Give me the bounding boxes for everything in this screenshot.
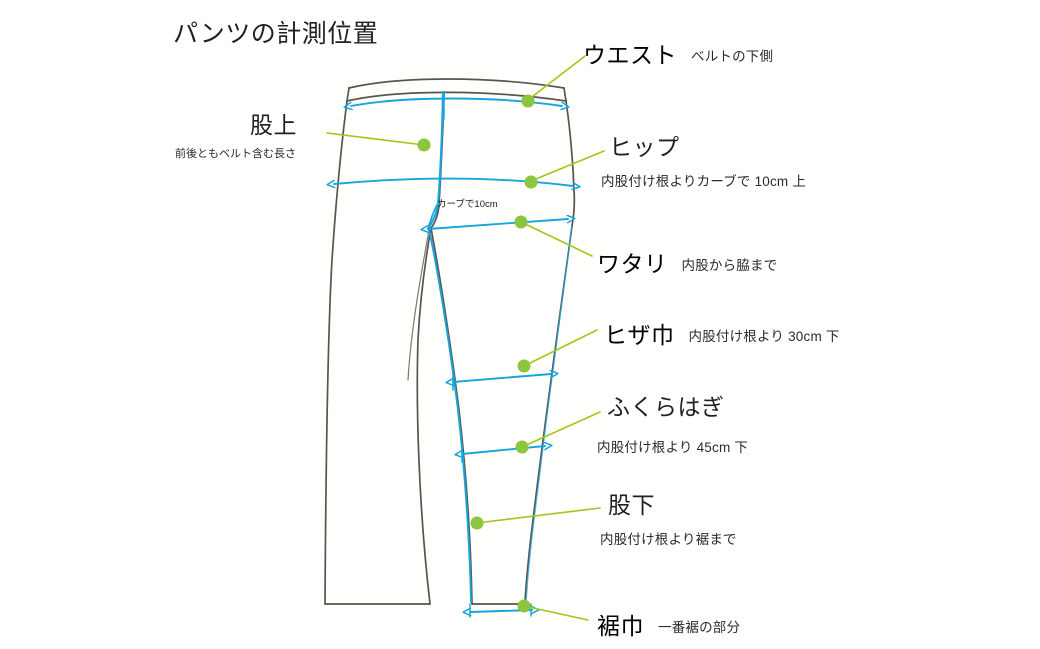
waistband-left-edge	[346, 87, 350, 102]
thigh-label: ワタリ	[597, 251, 668, 277]
hem-leader-line	[523, 605, 589, 621]
waist-measure-arrow	[351, 97, 562, 107]
thigh-note: 内股から脇まで	[681, 258, 778, 273]
waistband-bottom-edge	[346, 91, 567, 102]
measurement-arrows	[334, 90, 573, 618]
hem-marker-dot	[517, 599, 531, 613]
thigh-marker-dot	[514, 215, 528, 229]
right-leg-inseam	[430, 227, 473, 605]
pants-outline	[324, 78, 576, 605]
inseam-measure-line	[428, 228, 472, 603]
knee-leader-line	[523, 329, 598, 367]
knee-label: ヒザ巾	[604, 322, 675, 348]
waistband-right-edge	[563, 87, 567, 102]
page-title: パンツの計測位置	[173, 20, 379, 48]
waist-marker-dot	[521, 94, 535, 108]
waist-leader-line	[527, 55, 586, 101]
calf-measure-arrow	[462, 446, 545, 454]
calf-leader-line	[521, 411, 601, 448]
hip-label: ヒップ	[609, 134, 680, 160]
inseam-leader-line	[476, 507, 601, 524]
knee-measure-arrow	[453, 374, 551, 382]
annotation-hem: 裾巾 一番裾の部分	[597, 607, 740, 641]
curve-note-label: カーブで10cm	[437, 199, 498, 210]
rise-leader-line	[326, 132, 425, 146]
thigh-leader-line	[520, 221, 593, 257]
left-outer-seam	[324, 100, 348, 605]
annotation-knee: ヒザ巾 内股付け根より 30cm 下	[604, 316, 840, 350]
calf-marker-dot	[515, 440, 529, 454]
waist-label: ウエスト	[583, 42, 677, 68]
inseam-note: 内股付け根より裾まで	[600, 532, 737, 547]
calf-note: 内股付け根より 45cm 下	[597, 440, 749, 455]
rise-note: 前後ともベルト含む長さ	[175, 148, 296, 160]
waist-note: ベルトの下側	[691, 49, 774, 64]
rise-marker-dot	[417, 138, 431, 152]
calf-label: ふくらはぎ	[607, 394, 725, 420]
hip-measure-arrow	[334, 177, 573, 186]
hem-label: 裾巾	[597, 613, 644, 639]
hip-leader-line	[530, 150, 605, 182]
inseam-marker-dot	[470, 516, 484, 530]
right-seam-guide	[525, 225, 573, 604]
hip-marker-dot	[524, 175, 538, 189]
rise-label: 股上	[250, 112, 297, 138]
waistband-top-edge	[348, 78, 565, 89]
inseam-label: 股下	[608, 492, 655, 518]
thigh-measure-arrow	[428, 219, 568, 229]
knee-note: 内股付け根より 30cm 下	[688, 329, 840, 344]
hem-note: 一番裾の部分	[658, 620, 741, 635]
left-leg-back-contour	[407, 229, 430, 381]
measure-point-markers	[417, 94, 538, 613]
hip-note: 内股付け根よりカーブで 10cm 上	[601, 174, 807, 189]
annotation-waist: ウエスト ベルトの下側	[583, 36, 773, 70]
leader-lines	[326, 55, 605, 621]
knee-marker-dot	[517, 359, 531, 373]
annotation-thigh: ワタリ 内股から脇まで	[597, 245, 777, 279]
left-leg-inseam	[416, 227, 432, 605]
